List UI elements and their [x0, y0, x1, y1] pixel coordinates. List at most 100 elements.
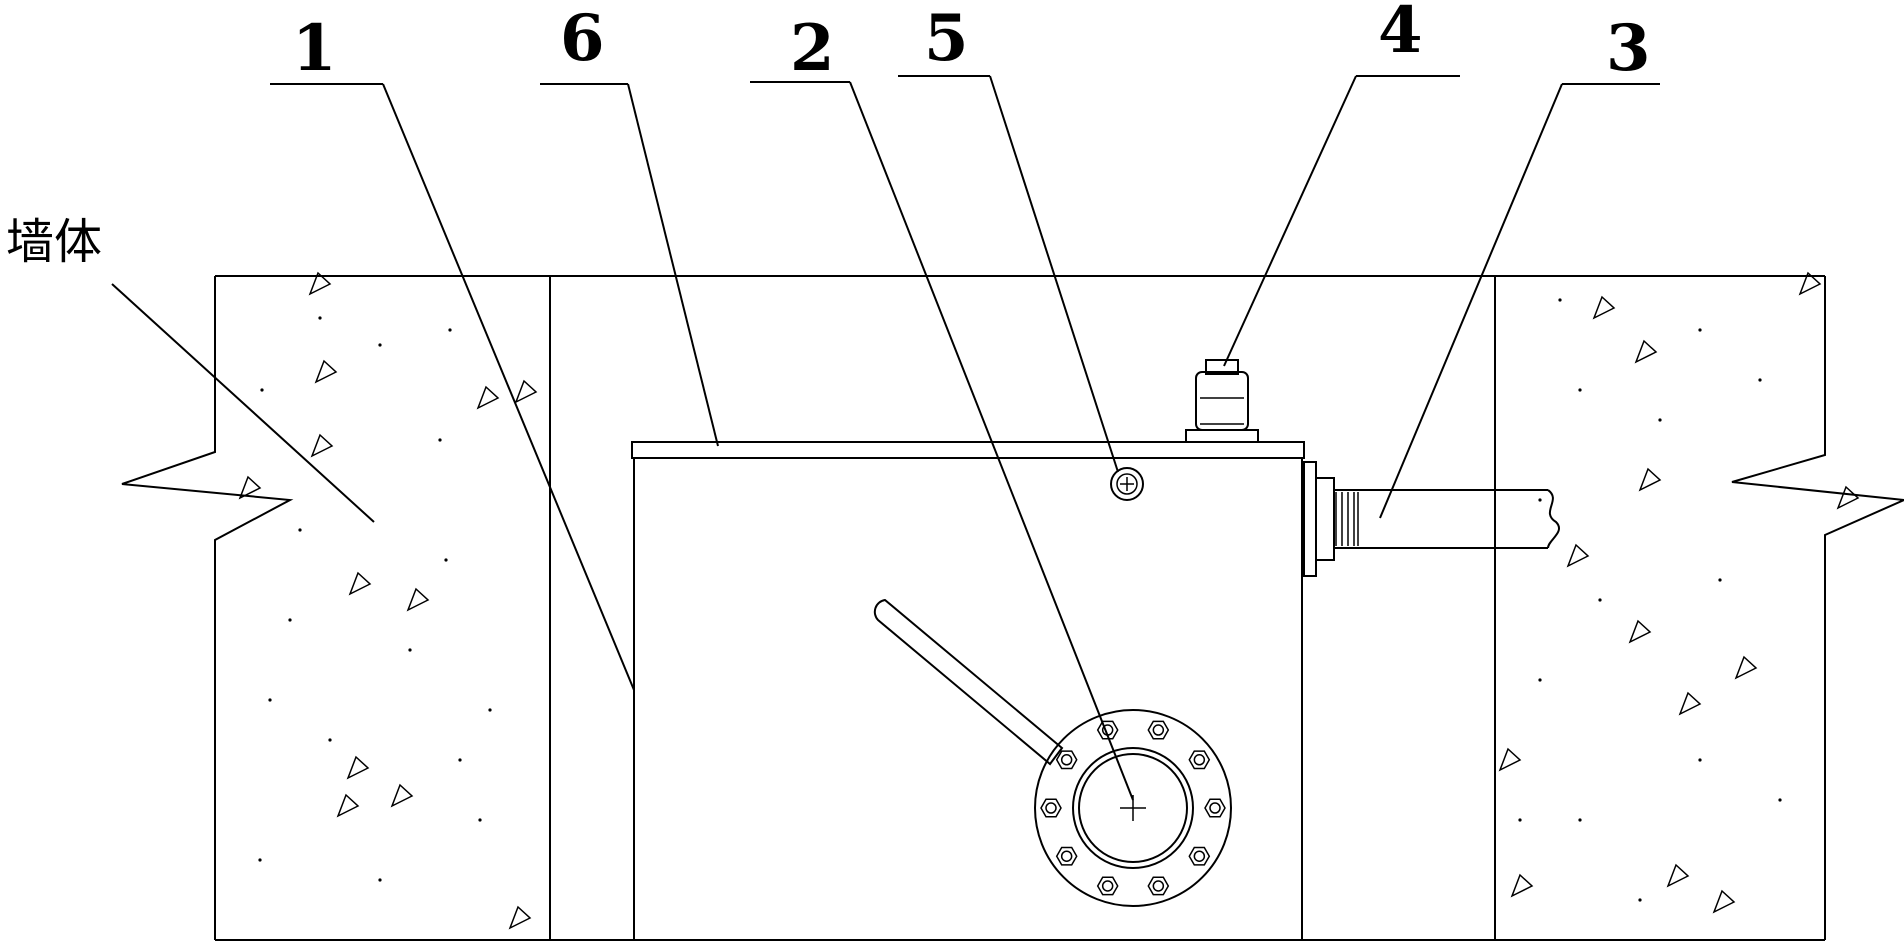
- leader-6: [627, 83, 719, 447]
- label-2: 2: [790, 11, 835, 86]
- flange-bolts: [1040, 720, 1226, 896]
- aggregate-dot: [458, 758, 462, 762]
- aggregate-dot: [378, 343, 382, 347]
- bolt-hole: [1209, 802, 1221, 814]
- aggregate-triangle: [348, 571, 372, 596]
- label-3: 3: [1606, 11, 1651, 86]
- aggregate-dot: [478, 818, 482, 822]
- aggregate-triangle: [508, 905, 532, 930]
- aggregate-dot: [1538, 498, 1542, 502]
- hex-nut-icon: [1188, 750, 1211, 770]
- aggregate-dot: [328, 738, 332, 742]
- leader-3: [1379, 83, 1563, 519]
- aggregate-triangle: [1798, 271, 1822, 296]
- hex-nut-icon: [1096, 720, 1119, 740]
- hex-nut-icon: [1188, 846, 1211, 866]
- aggregate-triangle: [310, 433, 334, 458]
- label-1: 1: [292, 11, 337, 86]
- hex-nut-icon: [1204, 798, 1226, 818]
- aggregate-dot: [1518, 818, 1522, 822]
- bolt-hole: [1101, 880, 1114, 892]
- aggregate-triangle: [1836, 485, 1860, 510]
- bolt-hole: [1152, 880, 1165, 892]
- aggregate-dot: [258, 858, 262, 862]
- wall-right: [1494, 275, 1904, 941]
- bolt-hole: [1060, 754, 1073, 766]
- pipe-thread: [1335, 492, 1359, 546]
- aggregate-triangle: [1592, 295, 1616, 320]
- aggregate-dot: [1578, 388, 1582, 392]
- aggregate-dot: [318, 316, 322, 320]
- aggregate-triangle: [1566, 543, 1590, 568]
- valve-2: [873, 598, 1232, 907]
- aggregate-triangle: [1634, 339, 1658, 364]
- aggregate-triangle: [406, 587, 430, 612]
- bolt-hole: [1060, 850, 1073, 862]
- aggregate-dot: [1658, 418, 1662, 422]
- aggregate-triangle: [1712, 889, 1736, 914]
- aggregate-dot: [438, 438, 442, 442]
- aggregate-triangle: [1678, 691, 1702, 716]
- aggregate-triangle: [476, 385, 500, 410]
- aggregate-dot: [378, 878, 382, 882]
- pipe-3: [1303, 461, 1560, 577]
- aggregate-triangle: [514, 379, 538, 404]
- aggregate-dot: [1758, 378, 1762, 382]
- aggregate-triangle: [1638, 467, 1662, 492]
- aggregate-dot: [1698, 758, 1702, 762]
- aggregate-triangle: [314, 359, 338, 384]
- aggregate-dot: [448, 328, 452, 332]
- aggregate-dot: [488, 708, 492, 712]
- aggregate-dot: [1538, 678, 1542, 682]
- label-4: 4: [1378, 0, 1423, 68]
- aggregate-dot: [1698, 328, 1702, 332]
- concrete-aggregate: [238, 271, 1860, 930]
- label-5: 5: [924, 1, 969, 76]
- leader-4: [1223, 75, 1357, 367]
- hex-nut-icon: [1040, 798, 1062, 818]
- bolt-hole: [1193, 754, 1206, 766]
- leader-wall: [111, 283, 375, 523]
- top-device-4: [1185, 359, 1259, 443]
- aggregate-triangle: [1510, 873, 1534, 898]
- aggregate-dot: [1578, 818, 1582, 822]
- aggregate-triangle: [390, 783, 414, 808]
- wall-left: [121, 275, 551, 941]
- hex-nut-icon: [1055, 846, 1078, 866]
- aggregate-dot: [1638, 898, 1642, 902]
- aggregate-triangle: [238, 475, 262, 500]
- fitting-5: [1110, 467, 1144, 501]
- hex-nut-icon: [1096, 876, 1119, 896]
- main-box: [631, 441, 1305, 941]
- aggregate-dot: [408, 648, 412, 652]
- bolt-hole: [1152, 724, 1165, 736]
- aggregate-dot: [1718, 578, 1722, 582]
- hex-nut-icon: [1147, 876, 1170, 896]
- hex-nut-icon: [1147, 720, 1170, 740]
- aggregate-triangle: [1666, 863, 1690, 888]
- aggregate-dot: [260, 388, 264, 392]
- aggregate-triangle: [1734, 655, 1758, 680]
- aggregate-dot: [1778, 798, 1782, 802]
- aggregate-dot: [444, 558, 448, 562]
- aggregate-triangle: [308, 271, 332, 296]
- aggregate-dot: [1558, 298, 1562, 302]
- aggregate-dot: [268, 698, 272, 702]
- aggregate-triangle: [336, 793, 360, 818]
- label-6: 6: [560, 1, 605, 76]
- bolt-hole: [1045, 802, 1057, 814]
- hex-nut-icon: [1055, 750, 1078, 770]
- leader-1: [382, 83, 635, 691]
- leader-2: [849, 81, 1134, 801]
- aggregate-dot: [1598, 598, 1602, 602]
- label-wall: 墙体: [6, 214, 102, 270]
- bolt-hole: [1193, 850, 1206, 862]
- aggregate-triangle: [1628, 619, 1652, 644]
- leader-5: [989, 75, 1119, 473]
- aggregate-triangle: [346, 755, 370, 780]
- leader-lines: [111, 75, 1660, 801]
- aggregate-dot: [298, 528, 302, 532]
- aggregate-triangle: [1498, 747, 1522, 772]
- aggregate-dot: [288, 618, 292, 622]
